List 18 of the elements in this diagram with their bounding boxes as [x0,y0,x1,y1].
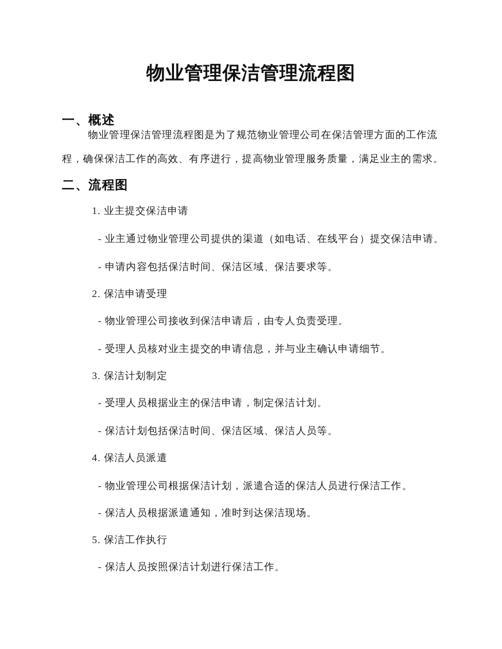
step-heading: 5. 保洁工作执行 [92,534,168,548]
step-detail: - 物业管理公司接收到保洁申请后，由专人负责受理。 [98,315,349,329]
step-detail: - 物业管理公司根据保洁计划，派遣合适的保洁人员进行保洁工作。 [98,480,412,494]
step-detail: - 业主通过物业管理公司提供的渠道（如电话、在线平台）提交保洁申请。 [98,233,444,247]
step-heading: 4. 保洁人员派遣 [92,452,168,466]
section-heading: 一、概述 [62,113,116,127]
step-detail: - 保洁人员根据派遣通知，准时到达保洁现场。 [98,507,318,521]
intro-paragraph: 物业管理保洁管理流程图是为了规范物业管理公司在保洁管理方面的工作流程，确保保洁工作的高效、有序进行，提高物业管理服务质量，满足业主的需求。 [62,128,445,167]
step-detail: - 受理人员核对业主提交的申请信息，并与业主确认申请细节。 [98,343,392,357]
step-detail: - 保洁人员按照保洁计划进行保洁工作。 [98,561,286,575]
page-title: 物业管理保洁管理流程图 [145,61,356,85]
step-detail: - 受理人员根据业主的保洁申请，制定保洁计划。 [98,397,328,411]
step-detail: - 保洁计划包括保洁时间、保洁区域、保洁人员等。 [98,425,338,439]
step-detail: - 申请内容包括保洁时间、保洁区域、保洁要求等。 [98,261,338,275]
step-heading: 3. 保洁计划制定 [92,370,168,384]
section-heading: 二、流程图 [62,178,128,192]
step-heading: 1. 业主提交保洁申请 [92,205,189,219]
step-heading: 2. 保洁申请受理 [92,288,168,302]
